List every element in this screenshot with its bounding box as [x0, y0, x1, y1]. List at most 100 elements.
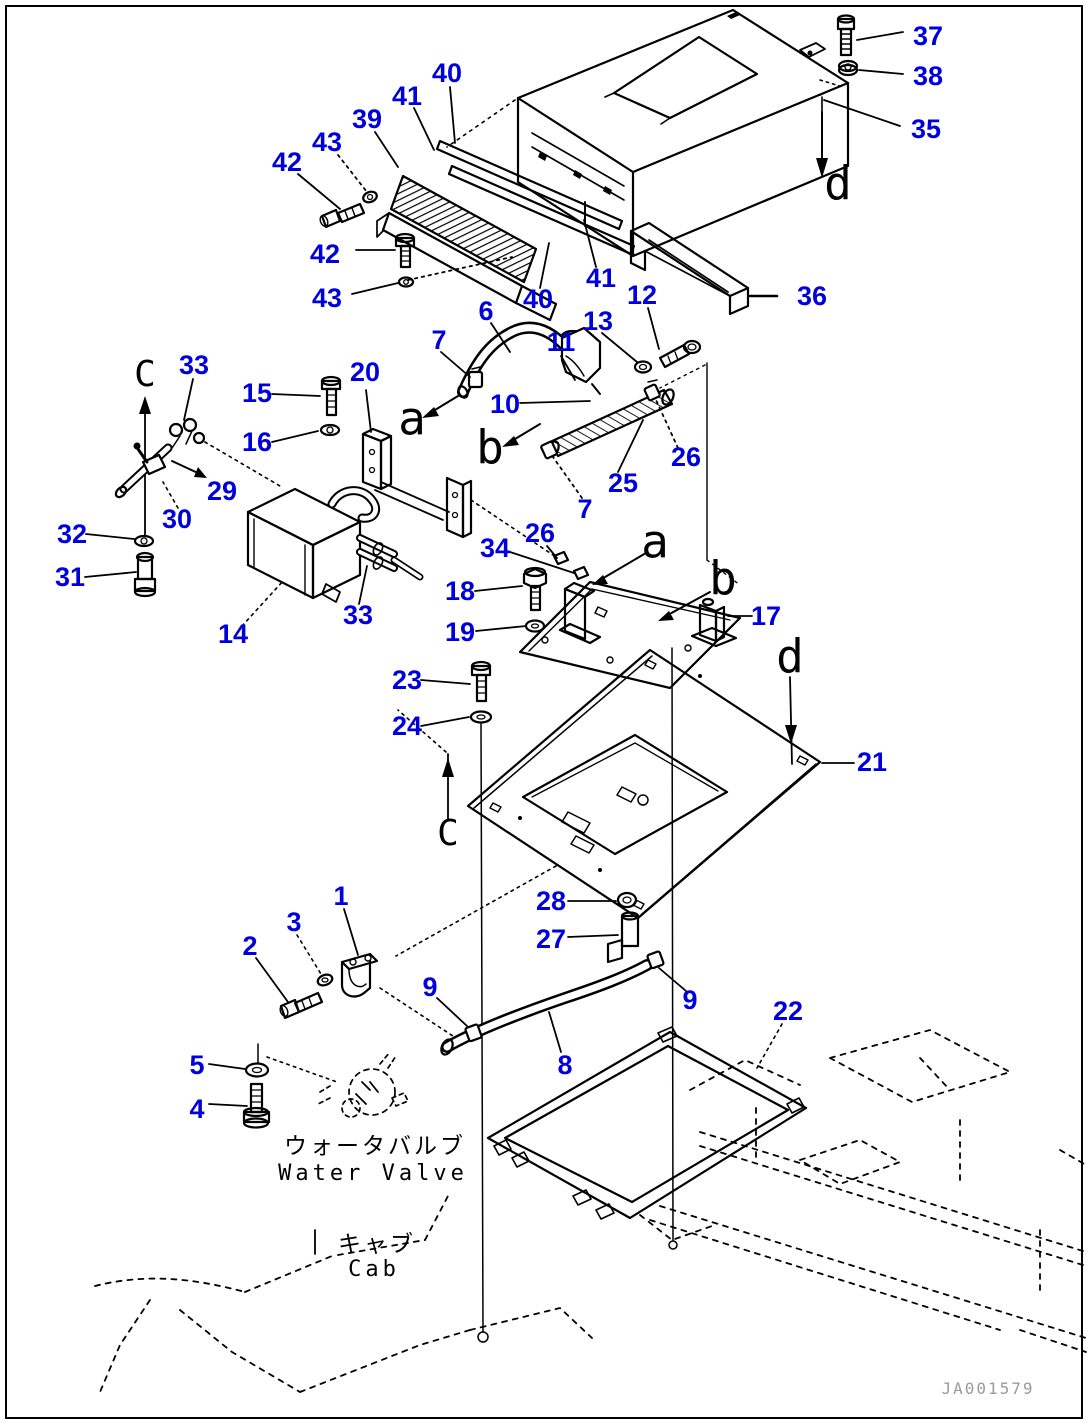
washer-24	[420, 710, 493, 727]
bolt-4	[208, 1082, 271, 1129]
callout-38: 38	[912, 60, 944, 91]
view-letter-C: C	[437, 813, 459, 855]
elbow-10-11	[560, 326, 602, 395]
nut-43-lower	[397, 276, 415, 288]
clamp-7-upper	[467, 366, 484, 389]
view-letter-a: a	[398, 391, 426, 446]
leader-35	[823, 99, 901, 127]
hose-6	[457, 321, 580, 399]
valve-fitting-29-30	[114, 442, 207, 509]
washer-19	[475, 619, 546, 633]
clip-34	[572, 565, 590, 581]
callout-43: 43	[311, 126, 343, 157]
view-arrow-a-upper	[422, 395, 459, 418]
clamp-26-upper	[643, 379, 661, 402]
callout-33: 33	[342, 599, 374, 630]
nut-28	[567, 891, 638, 909]
projection-dotted-valve	[379, 865, 557, 1043]
harness-33	[168, 378, 281, 487]
callout-14: 14	[217, 618, 249, 649]
callout-2: 2	[242, 930, 258, 961]
drawing-border	[5, 5, 1083, 1419]
callout-15: 15	[241, 377, 273, 408]
view-arrow-d-top	[816, 111, 828, 178]
sensor-31	[84, 551, 157, 598]
piping-leaders	[440, 307, 679, 574]
view-letter-d: d	[776, 629, 804, 684]
callout-12: 12	[626, 279, 658, 310]
callout-21: 21	[856, 746, 888, 777]
view-arrow-a-lower	[592, 552, 647, 585]
callout-10: 10	[489, 388, 521, 419]
caption-cab-jp: キャブ	[338, 1231, 416, 1258]
caption-water-valve-en: Water Valve	[278, 1161, 468, 1186]
view-letter-C: C	[134, 354, 156, 396]
callout-40: 40	[522, 283, 554, 314]
washer-13	[633, 360, 653, 374]
callout-17: 17	[750, 600, 782, 631]
view-arrow-b-upper	[502, 423, 541, 447]
cover-box-35	[446, 8, 850, 258]
callout-26: 26	[524, 517, 556, 548]
view-arrow-b-lower	[658, 591, 711, 621]
callout-31: 31	[54, 561, 86, 592]
callout-28: 28	[535, 885, 567, 916]
bolt-42-upper	[319, 202, 366, 229]
callout-20: 20	[349, 356, 381, 387]
caption-water-valve-jp: ウォータバルブ	[284, 1133, 466, 1160]
callout-6: 6	[478, 295, 494, 326]
caption-cab-en: Cab	[348, 1257, 400, 1282]
clamp-7-lower	[540, 440, 558, 460]
bolt-37-nut-38	[819, 14, 904, 88]
callout-23: 23	[391, 664, 423, 695]
callout-7: 7	[577, 493, 593, 524]
nut-32	[85, 533, 155, 548]
clip-26-lower	[552, 550, 570, 566]
callout-35: 35	[910, 113, 942, 144]
callout-27: 27	[535, 923, 567, 954]
clamp-9-left	[436, 997, 483, 1043]
grille-leaders	[297, 86, 597, 295]
seal-strips-40-41	[435, 139, 636, 256]
callout-29: 29	[206, 475, 238, 506]
callout-41: 41	[585, 262, 617, 293]
callout-19: 19	[444, 616, 476, 647]
callout-4: 4	[189, 1093, 205, 1124]
callout-24: 24	[391, 710, 423, 741]
elbow-27	[567, 911, 640, 964]
callout-25: 25	[607, 467, 639, 498]
callout-9: 9	[682, 984, 698, 1015]
bolt-23	[420, 660, 492, 703]
callout-9: 9	[422, 971, 438, 1002]
bracket-17	[690, 597, 753, 648]
base-plate-21	[466, 648, 855, 920]
callout-22: 22	[772, 995, 804, 1026]
view-arrow-c-bottom	[397, 709, 454, 821]
view-letter-b: b	[709, 551, 737, 606]
callout-1: 1	[333, 880, 349, 911]
callout-39: 39	[351, 103, 383, 134]
bracket-20	[361, 389, 557, 558]
bolt-15	[271, 375, 342, 417]
callout-30: 30	[161, 503, 193, 534]
callout-18: 18	[444, 575, 476, 606]
water-valve	[266, 1051, 409, 1118]
grille-39	[376, 174, 586, 322]
callout-26: 26	[670, 441, 702, 472]
clamp-9-right	[646, 950, 687, 992]
view-letter-d: d	[824, 156, 852, 211]
callout-16: 16	[241, 426, 273, 457]
bolt-42-lower	[394, 232, 416, 269]
projection-plane-b	[659, 362, 741, 586]
clamp-bracket-1	[340, 908, 379, 998]
callout-5: 5	[189, 1049, 205, 1080]
nut-43-upper	[362, 190, 378, 204]
washer-3	[296, 934, 334, 987]
drawing-code: JA001579	[941, 1379, 1035, 1398]
callout-43: 43	[311, 282, 343, 313]
callout-42: 42	[309, 238, 341, 269]
callout-40: 40	[431, 57, 463, 88]
